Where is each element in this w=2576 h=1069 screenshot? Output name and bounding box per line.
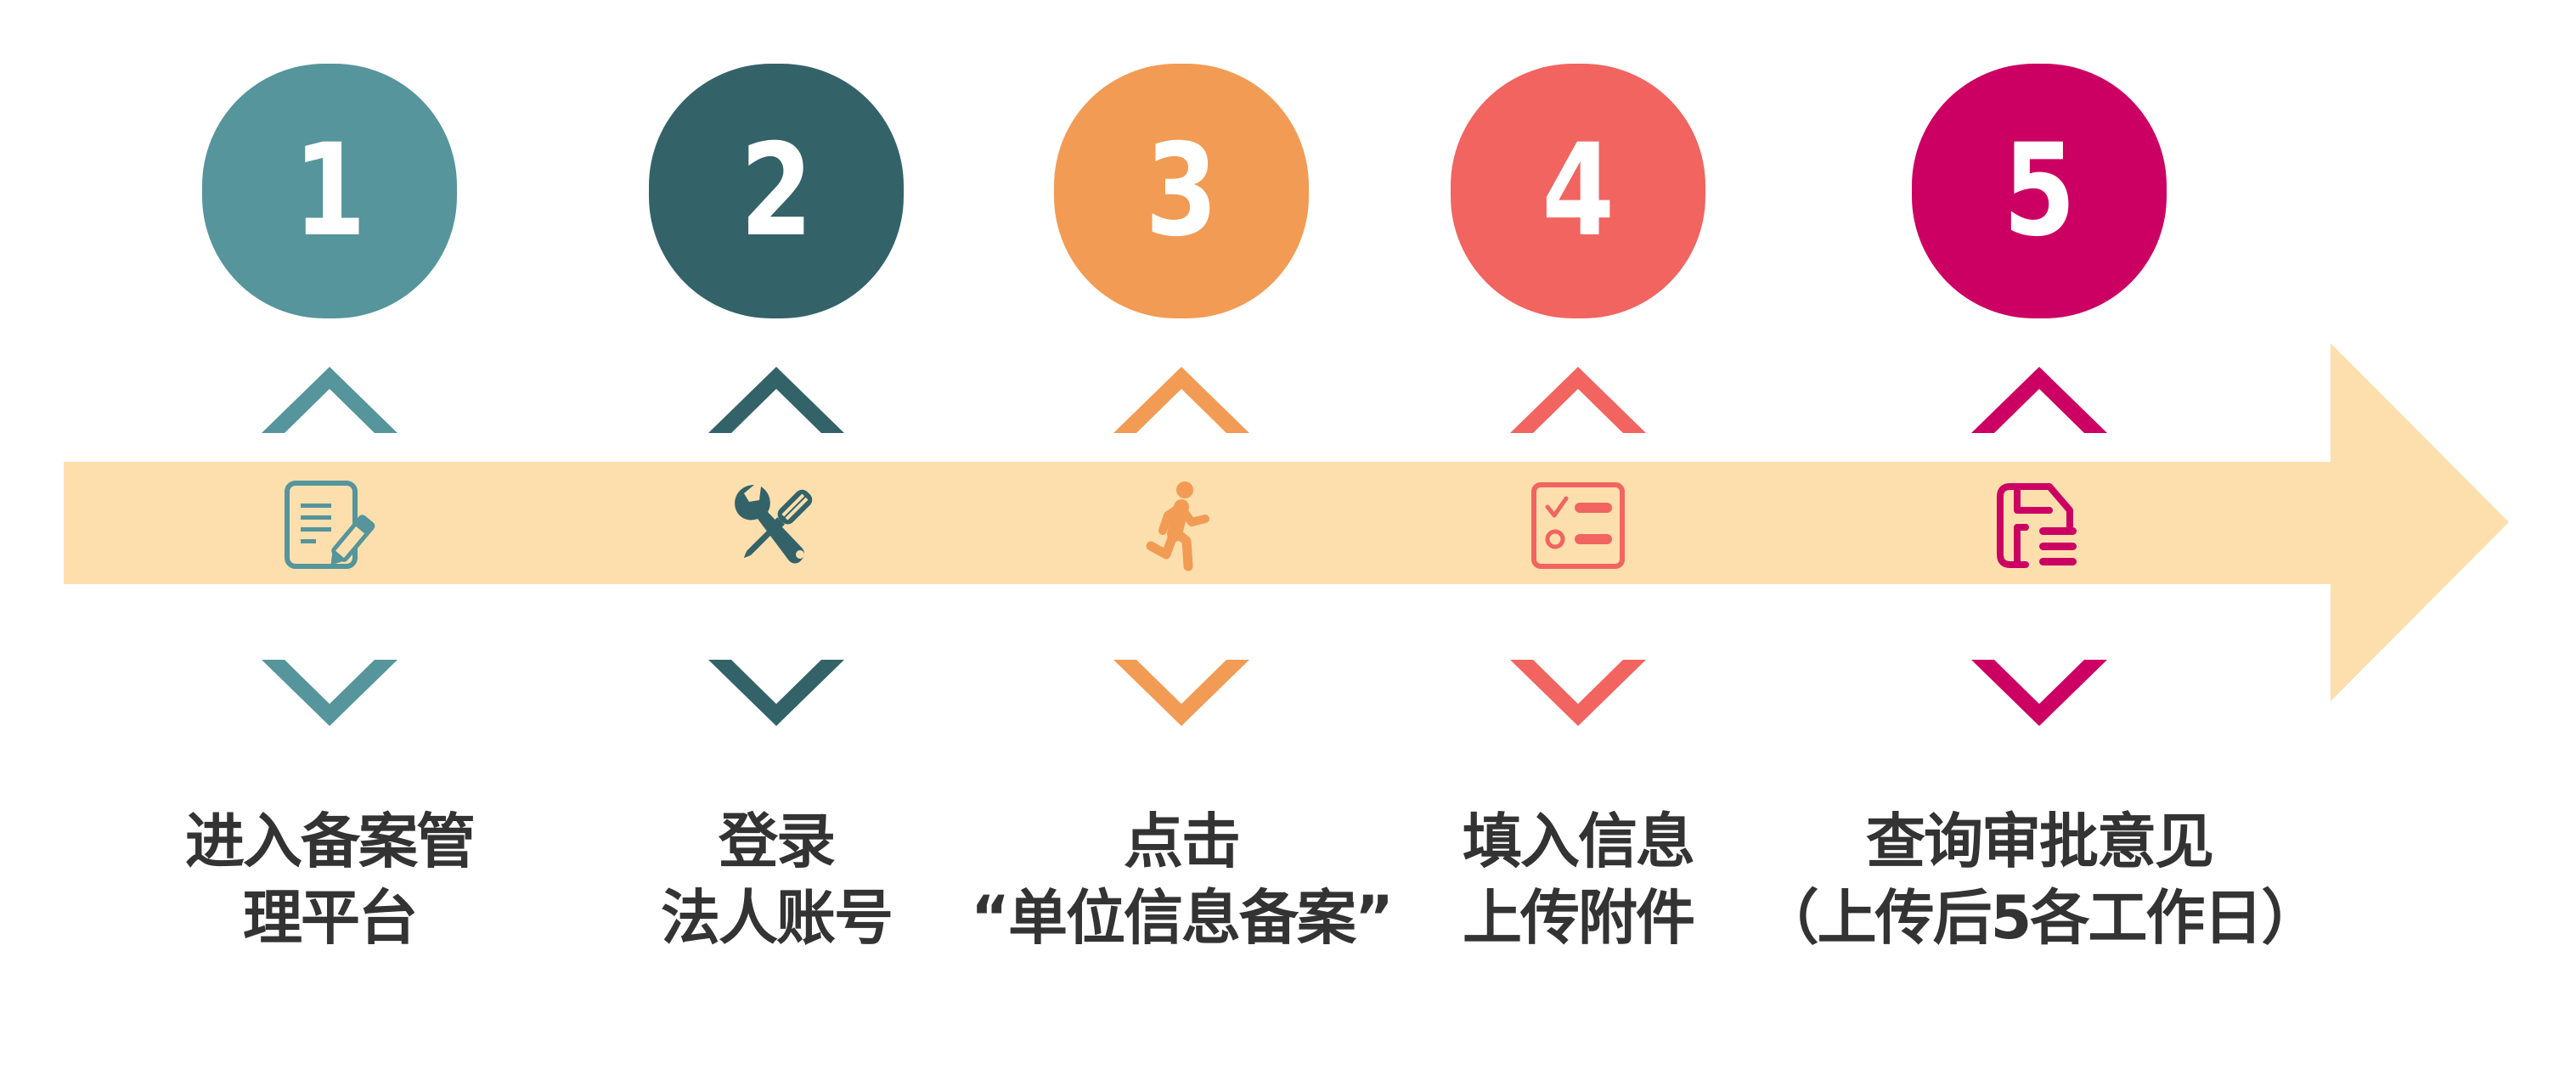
step-number-badge: 4 [1451, 64, 1705, 318]
step-label-line-2: （上传后5各工作日） [1759, 883, 2321, 953]
chevron-up-icon [708, 367, 844, 433]
chevron-down-icon [1113, 660, 1249, 726]
step-number: 3 [1145, 117, 1218, 265]
chevron-down-icon [1971, 660, 2107, 726]
chevron-up-icon [262, 367, 397, 433]
step-label: 进入备案管 理平台 [0, 803, 669, 956]
chevron-up-icon [1510, 367, 1646, 433]
tools-icon [735, 485, 813, 564]
chevron-down-icon [1510, 660, 1646, 726]
step-label-line-2: 法人账号 [661, 883, 893, 953]
step-number: 4 [1542, 117, 1615, 265]
chevron-up-icon [1971, 367, 2107, 433]
step-number: 1 [293, 117, 366, 265]
step-label-line-1: 查询审批意见 [1866, 807, 2214, 876]
step-number-badge: 2 [649, 64, 904, 318]
step-label-line-2: 理平台 [243, 883, 418, 953]
step-label-line-1: 进入备案管 [185, 807, 476, 876]
step-number-badge: 5 [1912, 64, 2167, 318]
step-label-line-2: “单位信息备案” [970, 883, 1394, 953]
step-label-line-1: 登录 [719, 807, 836, 876]
timeline-arrow-shape [64, 343, 2509, 701]
step-label-line-1: 点击 [1124, 807, 1241, 876]
step-number-badge: 1 [202, 64, 457, 318]
step-label-line-2: 上传附件 [1463, 883, 1695, 953]
form-document-icon [1997, 483, 2077, 568]
step-label: 填入信息 上传附件 [1238, 803, 1918, 956]
step-number: 2 [740, 117, 813, 265]
running-person-icon [1146, 481, 1209, 571]
document-edit-icon [285, 481, 375, 569]
chevron-up-icon [1113, 367, 1249, 433]
step-label: 点击 “单位信息备案” [842, 803, 1521, 956]
step-number: 5 [2003, 117, 2076, 265]
step-label: 登录 法人账号 [437, 803, 1116, 956]
checklist-icon [1531, 482, 1625, 569]
step-label: 查询审批意见 （上传后5各工作日） [1657, 803, 2421, 956]
chevron-down-icon [262, 660, 397, 726]
step-label-line-1: 填入信息 [1463, 807, 1695, 876]
step-number-badge: 3 [1054, 64, 1309, 318]
chevron-down-icon [708, 660, 844, 726]
